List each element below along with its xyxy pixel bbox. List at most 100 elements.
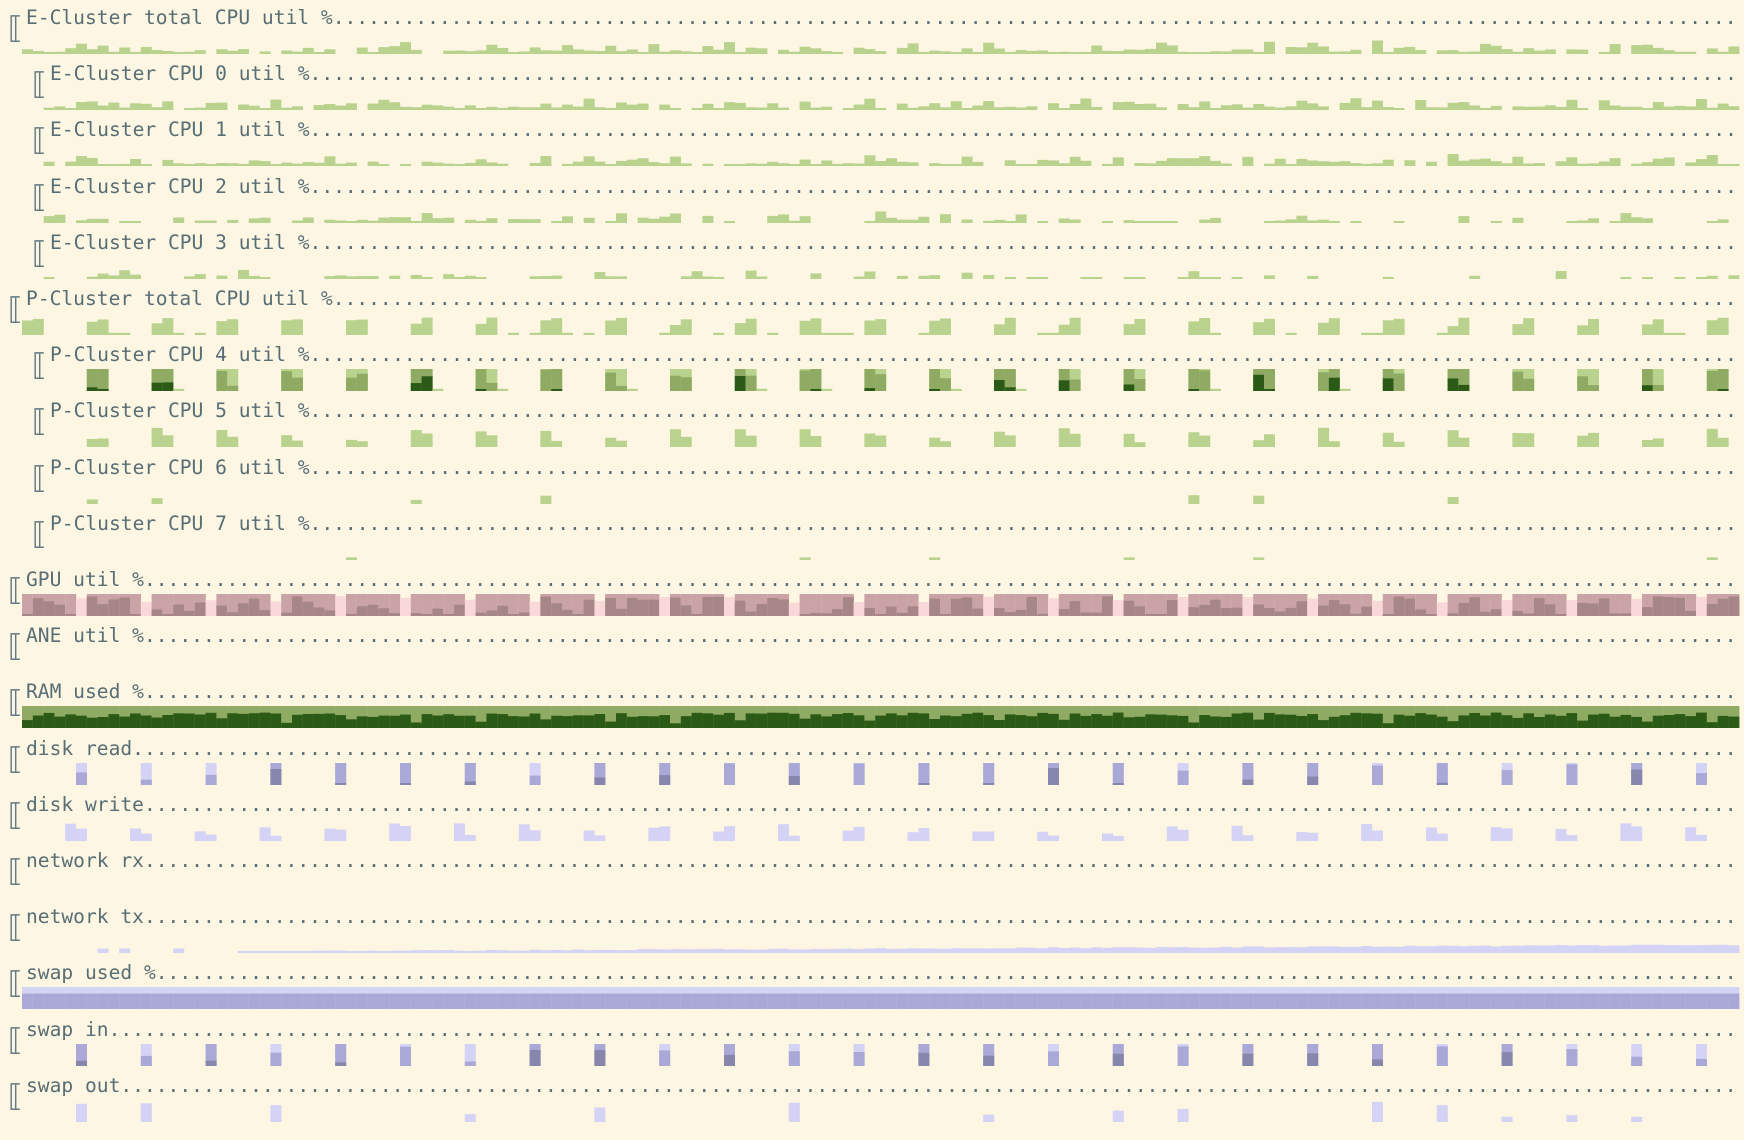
sparkline-bar xyxy=(292,951,303,954)
sparkline-bar xyxy=(799,215,811,223)
sparkline-bar xyxy=(1037,332,1049,335)
chart-row-p4: ⟦P-Cluster CPU 4 util % xyxy=(0,341,1744,397)
sparkline-bar xyxy=(1307,1052,1319,1066)
sparkline-bar xyxy=(832,949,843,954)
sparkline-bar xyxy=(1048,52,1059,54)
sparkline-bar xyxy=(529,775,541,785)
sparkline-bar xyxy=(454,108,465,111)
chart-label: P-Cluster CPU 6 util % xyxy=(50,456,1738,480)
sparkline-bar xyxy=(1285,594,1297,616)
sparkline-bar xyxy=(1339,388,1351,392)
sparkline-bar xyxy=(1037,160,1049,167)
sparkline-bar xyxy=(162,51,174,54)
sparkline-bar xyxy=(940,378,951,392)
sparkline-bar xyxy=(1372,765,1383,785)
sparkline-bar xyxy=(810,714,822,729)
sparkline-bar xyxy=(875,374,887,392)
sparkline-bar xyxy=(1631,1116,1643,1122)
sparkline-bar xyxy=(508,614,519,616)
sparkline-bar xyxy=(292,440,303,448)
sparkline-bar xyxy=(1091,276,1103,279)
sparkline-bar xyxy=(508,594,519,616)
sparkline-bar xyxy=(1631,1056,1643,1066)
sparkline-bar xyxy=(497,605,509,616)
sparkline-bar xyxy=(562,594,573,616)
sparkline-bar xyxy=(497,594,509,616)
sparkline-bar xyxy=(432,594,444,616)
sparkline-bar xyxy=(1382,723,1394,729)
sparkline-bar xyxy=(691,993,703,1010)
sparkline-bar xyxy=(151,323,163,335)
sparkline-bar xyxy=(1037,993,1049,1010)
sparkline-bar xyxy=(108,164,120,167)
sparkline-bar xyxy=(1728,596,1740,616)
sparkline-bar xyxy=(173,52,185,54)
sparkline-bars xyxy=(76,1101,1643,1122)
sparkline-bar xyxy=(486,610,498,616)
sparkline-bar xyxy=(400,216,411,223)
sparkline-bar xyxy=(1642,706,1653,729)
sparkline-bar xyxy=(1102,220,1113,223)
sparkline-bar xyxy=(389,102,401,111)
sparkline-bars xyxy=(346,557,1718,560)
sparkline-bar xyxy=(173,948,185,954)
sparkline-bar xyxy=(335,220,347,223)
sparkline-bar xyxy=(1404,598,1416,616)
sparkline-bar xyxy=(810,949,822,954)
sparkline-bar xyxy=(1620,594,1632,616)
sparkline-bar xyxy=(1058,369,1070,392)
sparkline-bar xyxy=(994,107,1005,111)
sparkline-bar xyxy=(1350,163,1362,167)
sparkline-bar xyxy=(864,433,876,448)
sparkline-bar xyxy=(1415,946,1427,954)
sparkline-bar xyxy=(86,158,98,167)
sparkline-bar xyxy=(346,993,357,1010)
sparkline-bar xyxy=(151,594,163,616)
sparkline-bar xyxy=(1058,594,1070,616)
bracket-icon: ⟦ xyxy=(30,460,49,496)
sparkline-bar xyxy=(1642,594,1653,616)
sparkline-bar xyxy=(756,107,768,111)
sparkline-bar xyxy=(389,613,401,616)
sparkline-bar xyxy=(324,950,336,954)
sparkline-bar xyxy=(1123,101,1135,111)
sparkline-bar xyxy=(1123,276,1135,279)
sparkline-bar xyxy=(896,275,908,279)
sparkline-bar xyxy=(346,103,357,111)
sparkline-chart xyxy=(346,557,1718,560)
sparkline-bar xyxy=(1501,1116,1513,1122)
sparkline-bar xyxy=(1685,716,1697,729)
sparkline-bar xyxy=(1177,276,1189,279)
chart-label: E-Cluster CPU 1 util % xyxy=(50,118,1738,142)
sparkline-bar xyxy=(1728,106,1740,111)
sparkline-bar xyxy=(1231,993,1243,1010)
sparkline-bar xyxy=(745,163,757,167)
sparkline-bar xyxy=(173,217,185,223)
sparkline-bar xyxy=(76,219,87,223)
sparkline-bar xyxy=(551,716,563,729)
sparkline-bar xyxy=(896,103,908,111)
sparkline-bar xyxy=(1264,594,1275,616)
sparkline-bar xyxy=(886,713,897,729)
sparkline-bar xyxy=(994,380,1005,392)
sparkline-chart xyxy=(0,875,1744,897)
sparkline-bar xyxy=(1588,217,1599,223)
sparkline-chart xyxy=(22,317,1729,335)
sparkline-bar xyxy=(335,829,347,841)
sparkline-bar xyxy=(821,332,833,335)
sparkline-chart xyxy=(86,494,1459,504)
sparkline-bar xyxy=(1048,835,1059,841)
sparkline-bar xyxy=(454,993,465,1010)
sparkline-bar xyxy=(346,320,357,335)
sparkline-bar xyxy=(475,431,487,448)
sparkline-bar xyxy=(173,163,185,167)
sparkline-bar xyxy=(1026,716,1038,729)
sparkline-bar xyxy=(356,219,368,223)
sparkline-bar xyxy=(216,49,228,54)
chart-label: E-Cluster CPU 0 util % xyxy=(50,62,1738,86)
sparkline-bars xyxy=(22,40,1740,54)
sparkline-bar xyxy=(637,217,649,223)
sparkline-bar xyxy=(799,429,811,448)
sparkline-bar xyxy=(670,949,681,954)
sparkline-bar xyxy=(605,220,617,223)
